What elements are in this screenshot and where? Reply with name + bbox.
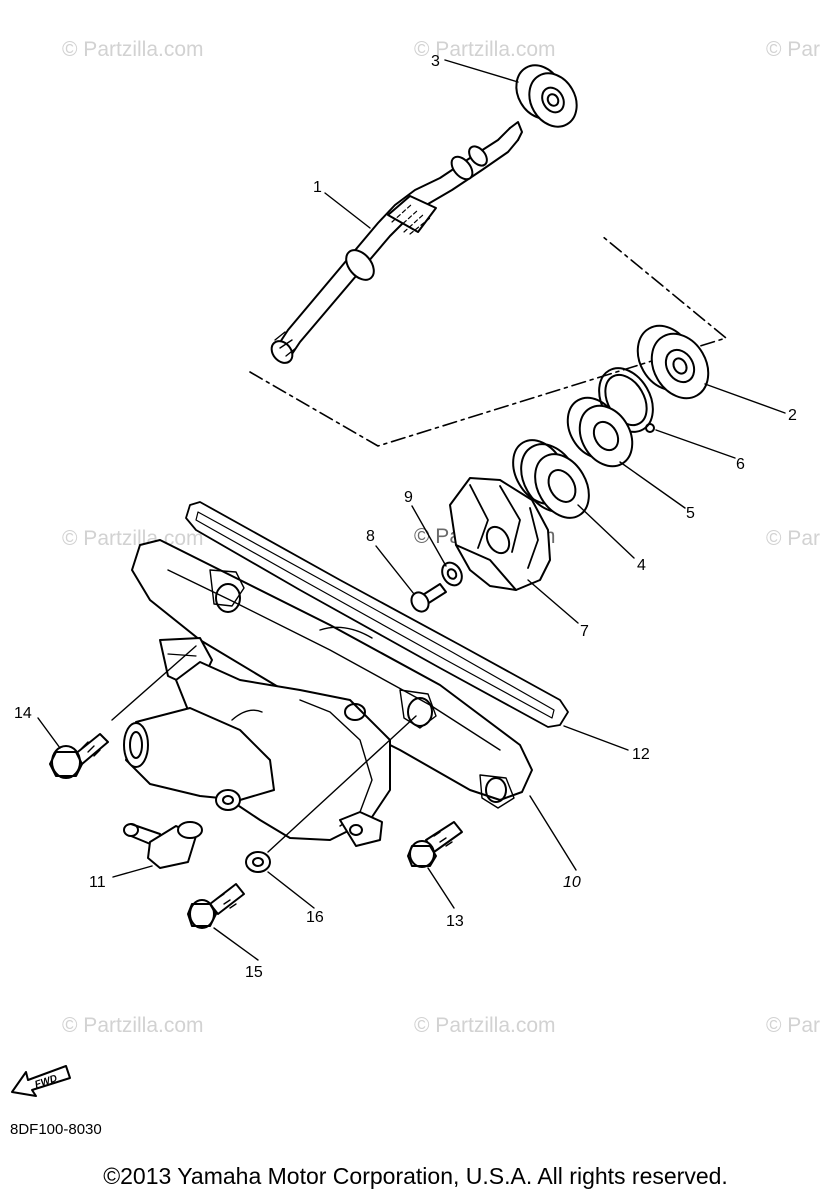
- watermark: © Par: [766, 38, 820, 61]
- callout-15: 15: [245, 964, 263, 981]
- part-3-bearing[interactable]: [507, 57, 586, 135]
- watermark: © Partzilla.com: [62, 38, 204, 61]
- callout-3: 3: [431, 53, 440, 70]
- part-9-washer[interactable]: [438, 559, 466, 589]
- part-13-bolt[interactable]: [407, 821, 463, 868]
- part-2-bearing[interactable]: [626, 316, 719, 409]
- watermark: © Partzilla.com: [62, 1014, 204, 1037]
- callout-1: 1: [313, 179, 322, 196]
- part-8-bolt[interactable]: [408, 583, 447, 615]
- leader-lines: [37, 59, 786, 961]
- callout-5: 5: [686, 505, 695, 522]
- callout-9: 9: [404, 489, 413, 506]
- part-7-impeller[interactable]: [449, 477, 551, 591]
- diagram-part-code: 8DF100-8030: [10, 1121, 102, 1138]
- callout-7: 7: [580, 623, 589, 640]
- callout-13: 13: [446, 913, 464, 930]
- watermark: © Partzilla.com: [414, 38, 556, 61]
- watermark: © Partzilla.com: [414, 1014, 556, 1037]
- part-4-mechanical-seal[interactable]: [502, 431, 600, 528]
- watermark: © Par: [766, 527, 820, 550]
- callout-2: 2: [788, 407, 797, 424]
- callout-12: 12: [632, 746, 650, 763]
- callout-numbers: 3 1 2 6 5 4 7 8 9 12 10 14 11 16 13 15: [14, 53, 797, 981]
- part-11-hose-joint[interactable]: [123, 821, 203, 869]
- callout-6: 6: [736, 456, 745, 473]
- part-10-housing-cover[interactable]: [123, 539, 533, 847]
- part-15-bolt[interactable]: [187, 883, 245, 929]
- callout-8: 8: [366, 528, 375, 545]
- callout-11: 11: [89, 874, 106, 891]
- watermark: © Par: [766, 1014, 820, 1037]
- callout-10: 10: [563, 874, 581, 891]
- fwd-arrow-icon: FWD: [11, 1065, 71, 1097]
- callout-14: 14: [14, 705, 32, 722]
- assembly-outline: [249, 235, 727, 447]
- part-5-oil-seal[interactable]: [557, 388, 643, 475]
- part-16-washer[interactable]: [245, 851, 271, 873]
- callout-4: 4: [637, 557, 646, 574]
- part-14-bolt[interactable]: [49, 733, 109, 779]
- callout-16: 16: [306, 909, 324, 926]
- part-12-gasket[interactable]: [185, 501, 569, 728]
- part-1-shaft[interactable]: [267, 121, 523, 367]
- copyright-notice: ©2013 Yamaha Motor Corporation, U.S.A. A…: [103, 1163, 728, 1189]
